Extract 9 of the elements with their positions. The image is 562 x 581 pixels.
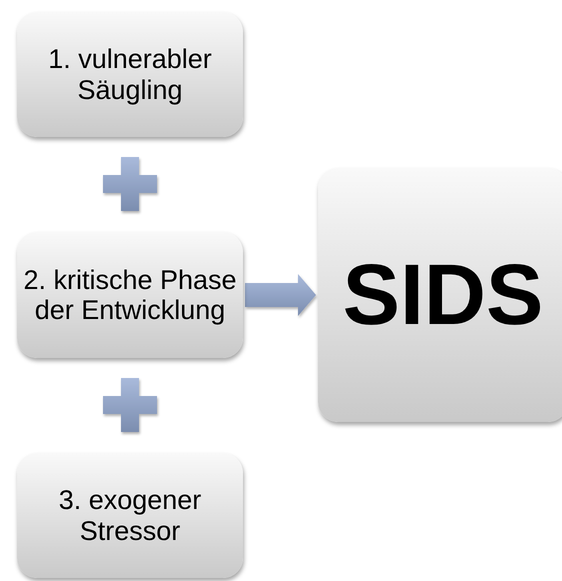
factor-box [17, 12, 243, 137]
result-label: SIDS [342, 252, 544, 338]
factor-label: 1. vulnerabler Säugling [47, 44, 213, 105]
factor-box [17, 232, 243, 358]
factor-label: 3. exogener Stressor [58, 485, 202, 546]
result-box [318, 168, 562, 422]
factor-label: 2. kritische Phase der Entwicklung [22, 264, 238, 326]
block-arrow [245, 274, 316, 316]
factor-box [17, 453, 243, 578]
